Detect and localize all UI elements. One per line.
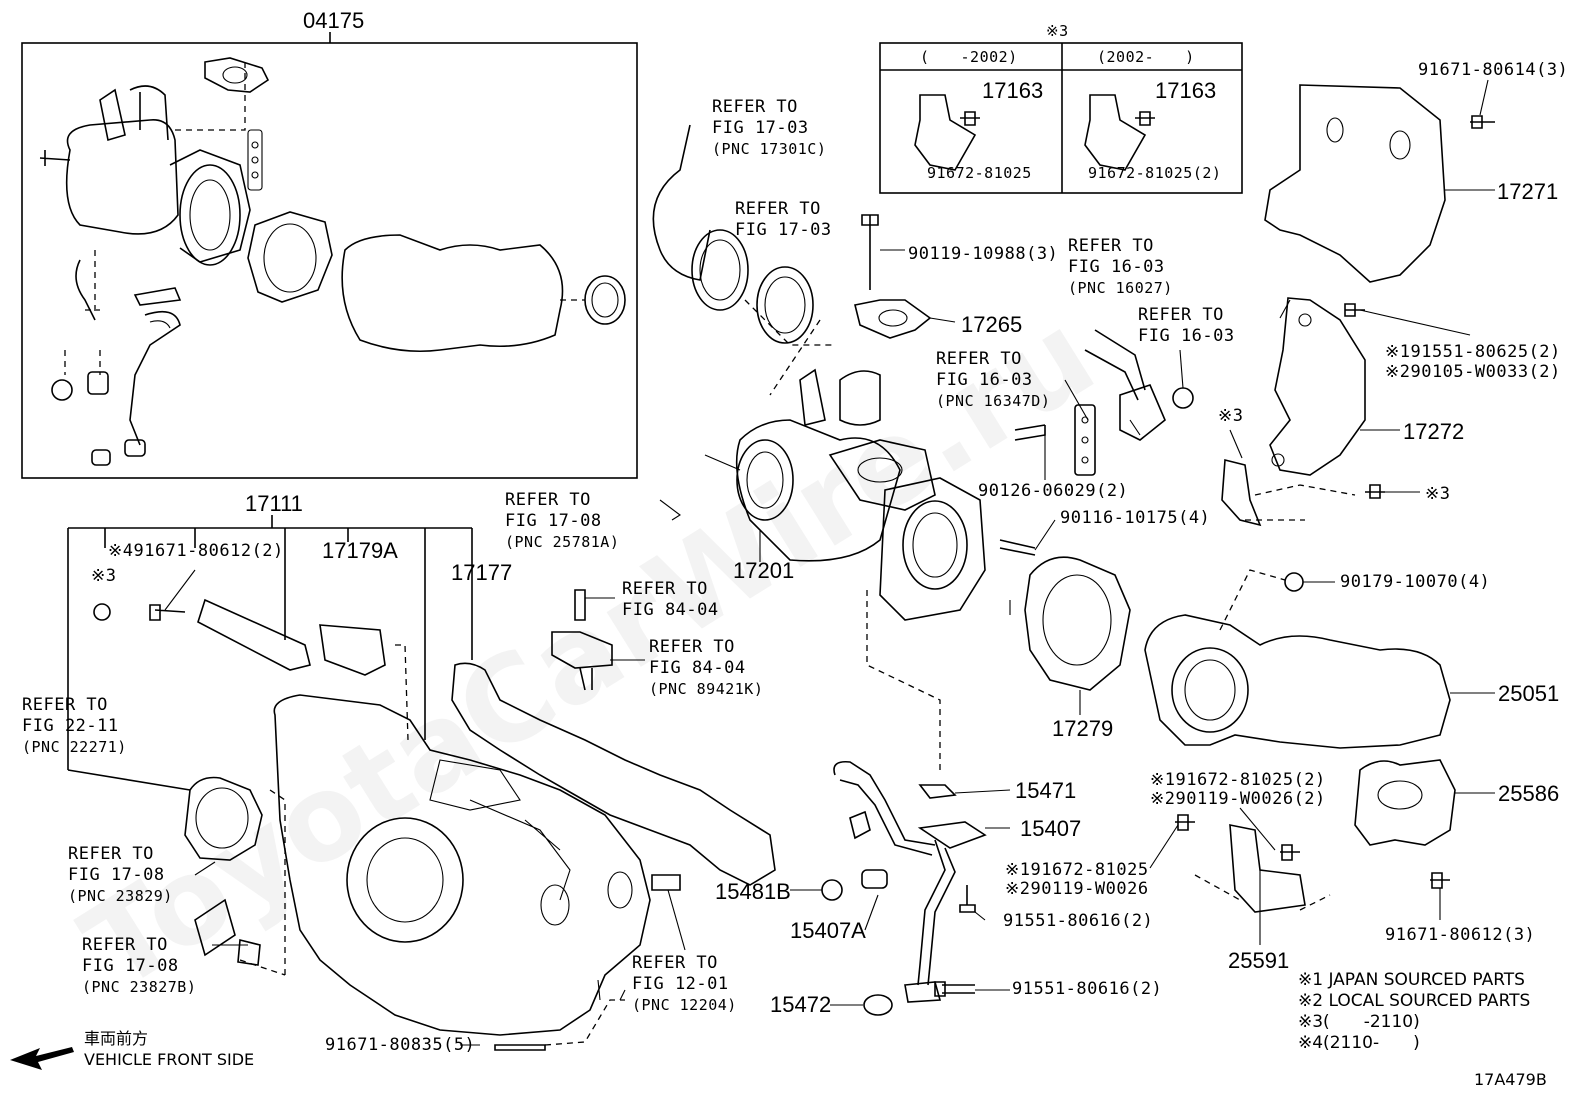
label-17271[interactable]: 17271 <box>1497 179 1559 204</box>
inset-col-a: ( -2002) <box>920 48 1018 66</box>
bracket-25591 <box>1229 824 1306 913</box>
oil-pipe-15472 <box>833 760 956 1003</box>
intake-manifold-sketch <box>184 694 651 1036</box>
sensor-tube <box>197 598 311 671</box>
label-04175[interactable]: 04175 <box>303 8 365 33</box>
note-2: ※2 LOCAL SOURCED PARTS <box>1298 991 1531 1011</box>
gasket-17177 <box>451 662 776 886</box>
label-15407A[interactable]: 15407A <box>790 918 866 943</box>
gasket-15471 <box>918 784 957 799</box>
turbo-assembly-sketch <box>39 57 626 466</box>
label-91671-80614[interactable]: 91671-80614(3) <box>1418 60 1569 80</box>
heat-insulator-25586 <box>1354 759 1456 846</box>
inset-bolt-b[interactable]: 91672-81025(2) <box>1088 164 1222 182</box>
front-label-en: VEHICLE FRONT SIDE <box>84 1050 255 1069</box>
stud-90126 <box>1014 424 1046 441</box>
front-label-jp: 車両前方 <box>84 1029 149 1048</box>
label-17179A[interactable]: 17179A <box>322 538 398 563</box>
label-x3-c: ※3 <box>91 566 117 586</box>
label-17279[interactable]: 17279 <box>1052 716 1114 741</box>
label-91671-80835[interactable]: 91671-80835(5) <box>325 1035 476 1055</box>
notes-legend: ※1 JAPAN SOURCED PARTS ※2 LOCAL SOURCED … <box>1298 970 1530 1054</box>
gasket-17265 <box>854 299 932 339</box>
inset-table <box>879 42 1243 194</box>
label-91671-80612-3[interactable]: 91671-80612(3) <box>1385 925 1536 945</box>
label-17201[interactable]: 17201 <box>733 558 795 583</box>
gasket-17279 <box>1024 556 1131 691</box>
label-90119-W0026-x2b[interactable]: ※290119-W0026 <box>1005 879 1149 899</box>
label-90116-10175[interactable]: 90116-10175(4) <box>1060 508 1211 528</box>
note-4: ※4(2110- ) <box>1298 1033 1420 1053</box>
bracket-x3 <box>1221 458 1262 527</box>
inset-bolt-a[interactable]: 91672-81025 <box>927 164 1032 182</box>
leader-lines <box>164 79 1495 1046</box>
label-90179-10070[interactable]: 90179-10070(4) <box>1340 572 1491 592</box>
label-90126-06029[interactable]: 90126-06029(2) <box>978 481 1129 501</box>
label-91671-80612-x4[interactable]: ※491671-80612(2) <box>108 541 284 561</box>
label-15481B[interactable]: 15481B <box>715 879 791 904</box>
label-91672-81025-x1b[interactable]: ※191672-81025 <box>1005 860 1149 880</box>
inset-title: ※3 <box>1046 22 1069 40</box>
label-25051[interactable]: 25051 <box>1498 681 1560 706</box>
label-90119-W0026-x2a[interactable]: ※290119-W0026(2) <box>1150 789 1326 809</box>
label-91551-80616-b[interactable]: 91551-80616(2) <box>1012 979 1163 999</box>
label-17265[interactable]: 17265 <box>961 312 1023 337</box>
front-arrow-icon <box>10 1047 74 1070</box>
label-x3-b: ※3 <box>1425 484 1451 504</box>
catalytic-converter-25051 <box>1144 569 1451 749</box>
note-1: ※1 JAPAN SOURCED PARTS <box>1298 970 1525 990</box>
gasket-17179A <box>319 624 386 676</box>
heat-insulator-17272 <box>1269 297 1366 476</box>
label-17111[interactable]: 17111 <box>245 491 303 516</box>
label-x3-a: ※3 <box>1218 406 1244 426</box>
heat-insulator-17271 <box>1264 84 1446 283</box>
label-91551-80616-a[interactable]: 91551-80616(2) <box>1003 911 1154 931</box>
label-25586[interactable]: 25586 <box>1498 781 1560 806</box>
stud-90116 <box>999 539 1036 556</box>
turbine-housing-sketch <box>659 368 986 775</box>
note-3: ※3( -2110) <box>1298 1012 1420 1032</box>
label-91551-80625[interactable]: ※191551-80625(2) <box>1385 342 1561 362</box>
diagram-code: 17A479B <box>1474 1070 1547 1089</box>
label-15472[interactable]: 15472 <box>770 992 832 1017</box>
stud-90119 <box>861 214 879 290</box>
label-15407[interactable]: 15407 <box>1020 816 1082 841</box>
gasket-15407 <box>917 821 987 849</box>
label-90119-10988[interactable]: 90119-10988(3) <box>908 244 1059 264</box>
label-17272[interactable]: 17272 <box>1403 419 1465 444</box>
label-15471[interactable]: 15471 <box>1015 778 1077 803</box>
intake-hose-sketch <box>652 124 835 396</box>
label-25591[interactable]: 25591 <box>1228 948 1290 973</box>
inset-part-b[interactable]: 17163 <box>1155 78 1217 103</box>
inset-part-a[interactable]: 17163 <box>982 78 1044 103</box>
label-91672-81025-x1a[interactable]: ※191672-81025(2) <box>1150 770 1326 790</box>
inset-col-b: (2002- ) <box>1097 48 1195 66</box>
label-17177[interactable]: 17177 <box>451 560 513 585</box>
label-90105-W0033[interactable]: ※290105-W0033(2) <box>1385 362 1561 382</box>
